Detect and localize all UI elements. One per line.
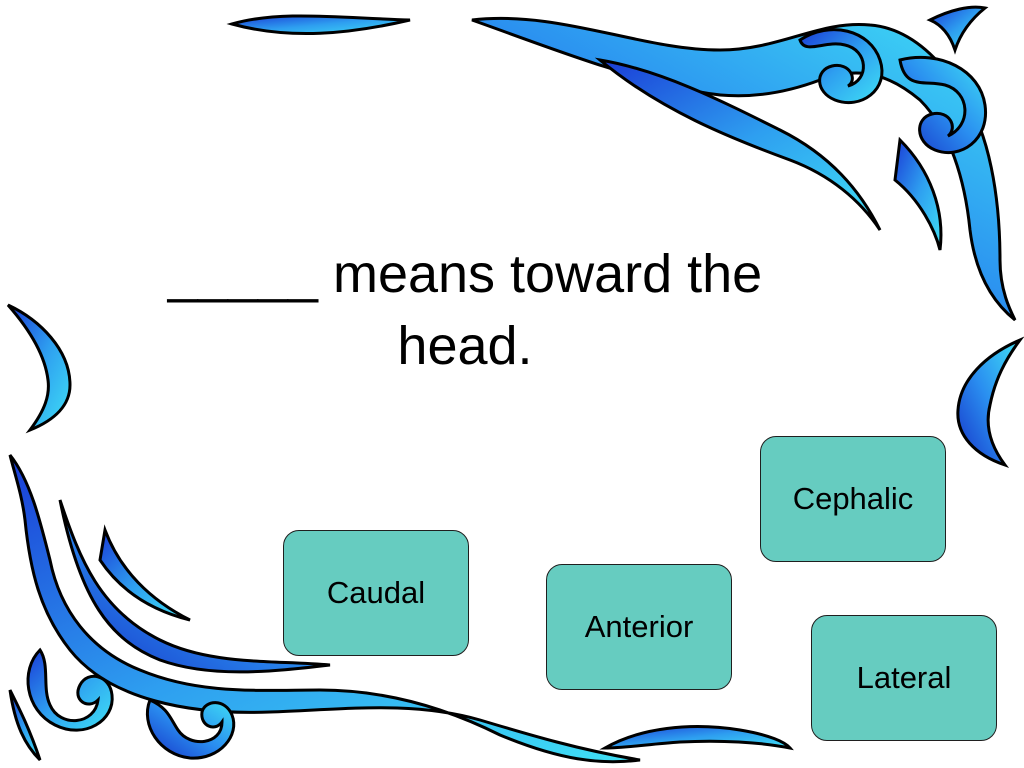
answer-button-cephalic[interactable]: Cephalic bbox=[760, 436, 946, 562]
bottom-left-corner-ornament bbox=[8, 454, 641, 764]
bottom-left-spike-ornament bbox=[98, 524, 191, 622]
right-crescent-ornament bbox=[956, 336, 1024, 468]
question-line-2: head. bbox=[397, 316, 533, 376]
answer-button-caudal[interactable]: Caudal bbox=[283, 530, 469, 656]
answer-label-lateral: Lateral bbox=[856, 660, 952, 695]
answer-label-caudal: Caudal bbox=[326, 575, 426, 610]
answer-label-anterior: Anterior bbox=[584, 609, 694, 644]
bottom-swash-ornament bbox=[599, 725, 794, 751]
top-left-swash-ornament bbox=[226, 14, 411, 36]
bottom-left-inner-sweep-ornament bbox=[58, 499, 331, 674]
answer-label-cephalic: Cephalic bbox=[792, 481, 914, 516]
question-line-1: _____ means toward the bbox=[167, 244, 763, 304]
left-crescent-ornament bbox=[6, 303, 72, 434]
answer-button-anterior[interactable]: Anterior bbox=[546, 564, 732, 690]
top-right-curl-ornament bbox=[898, 55, 987, 155]
top-right-tip-ornament bbox=[926, 5, 989, 55]
top-right-inner-sweep-ornament bbox=[594, 57, 882, 231]
answer-button-lateral[interactable]: Lateral bbox=[811, 615, 997, 741]
right-vertical-sweep-ornament bbox=[893, 136, 943, 251]
top-right-corner-ornament bbox=[471, 16, 1017, 322]
bottom-left-curl-ornament bbox=[145, 697, 236, 760]
top-right-loop-ornament bbox=[798, 28, 884, 105]
bottom-left-tip-ornament bbox=[8, 689, 42, 762]
question-text: _____ means toward the head. bbox=[70, 238, 860, 382]
bottom-left-loop-ornament bbox=[26, 647, 114, 732]
